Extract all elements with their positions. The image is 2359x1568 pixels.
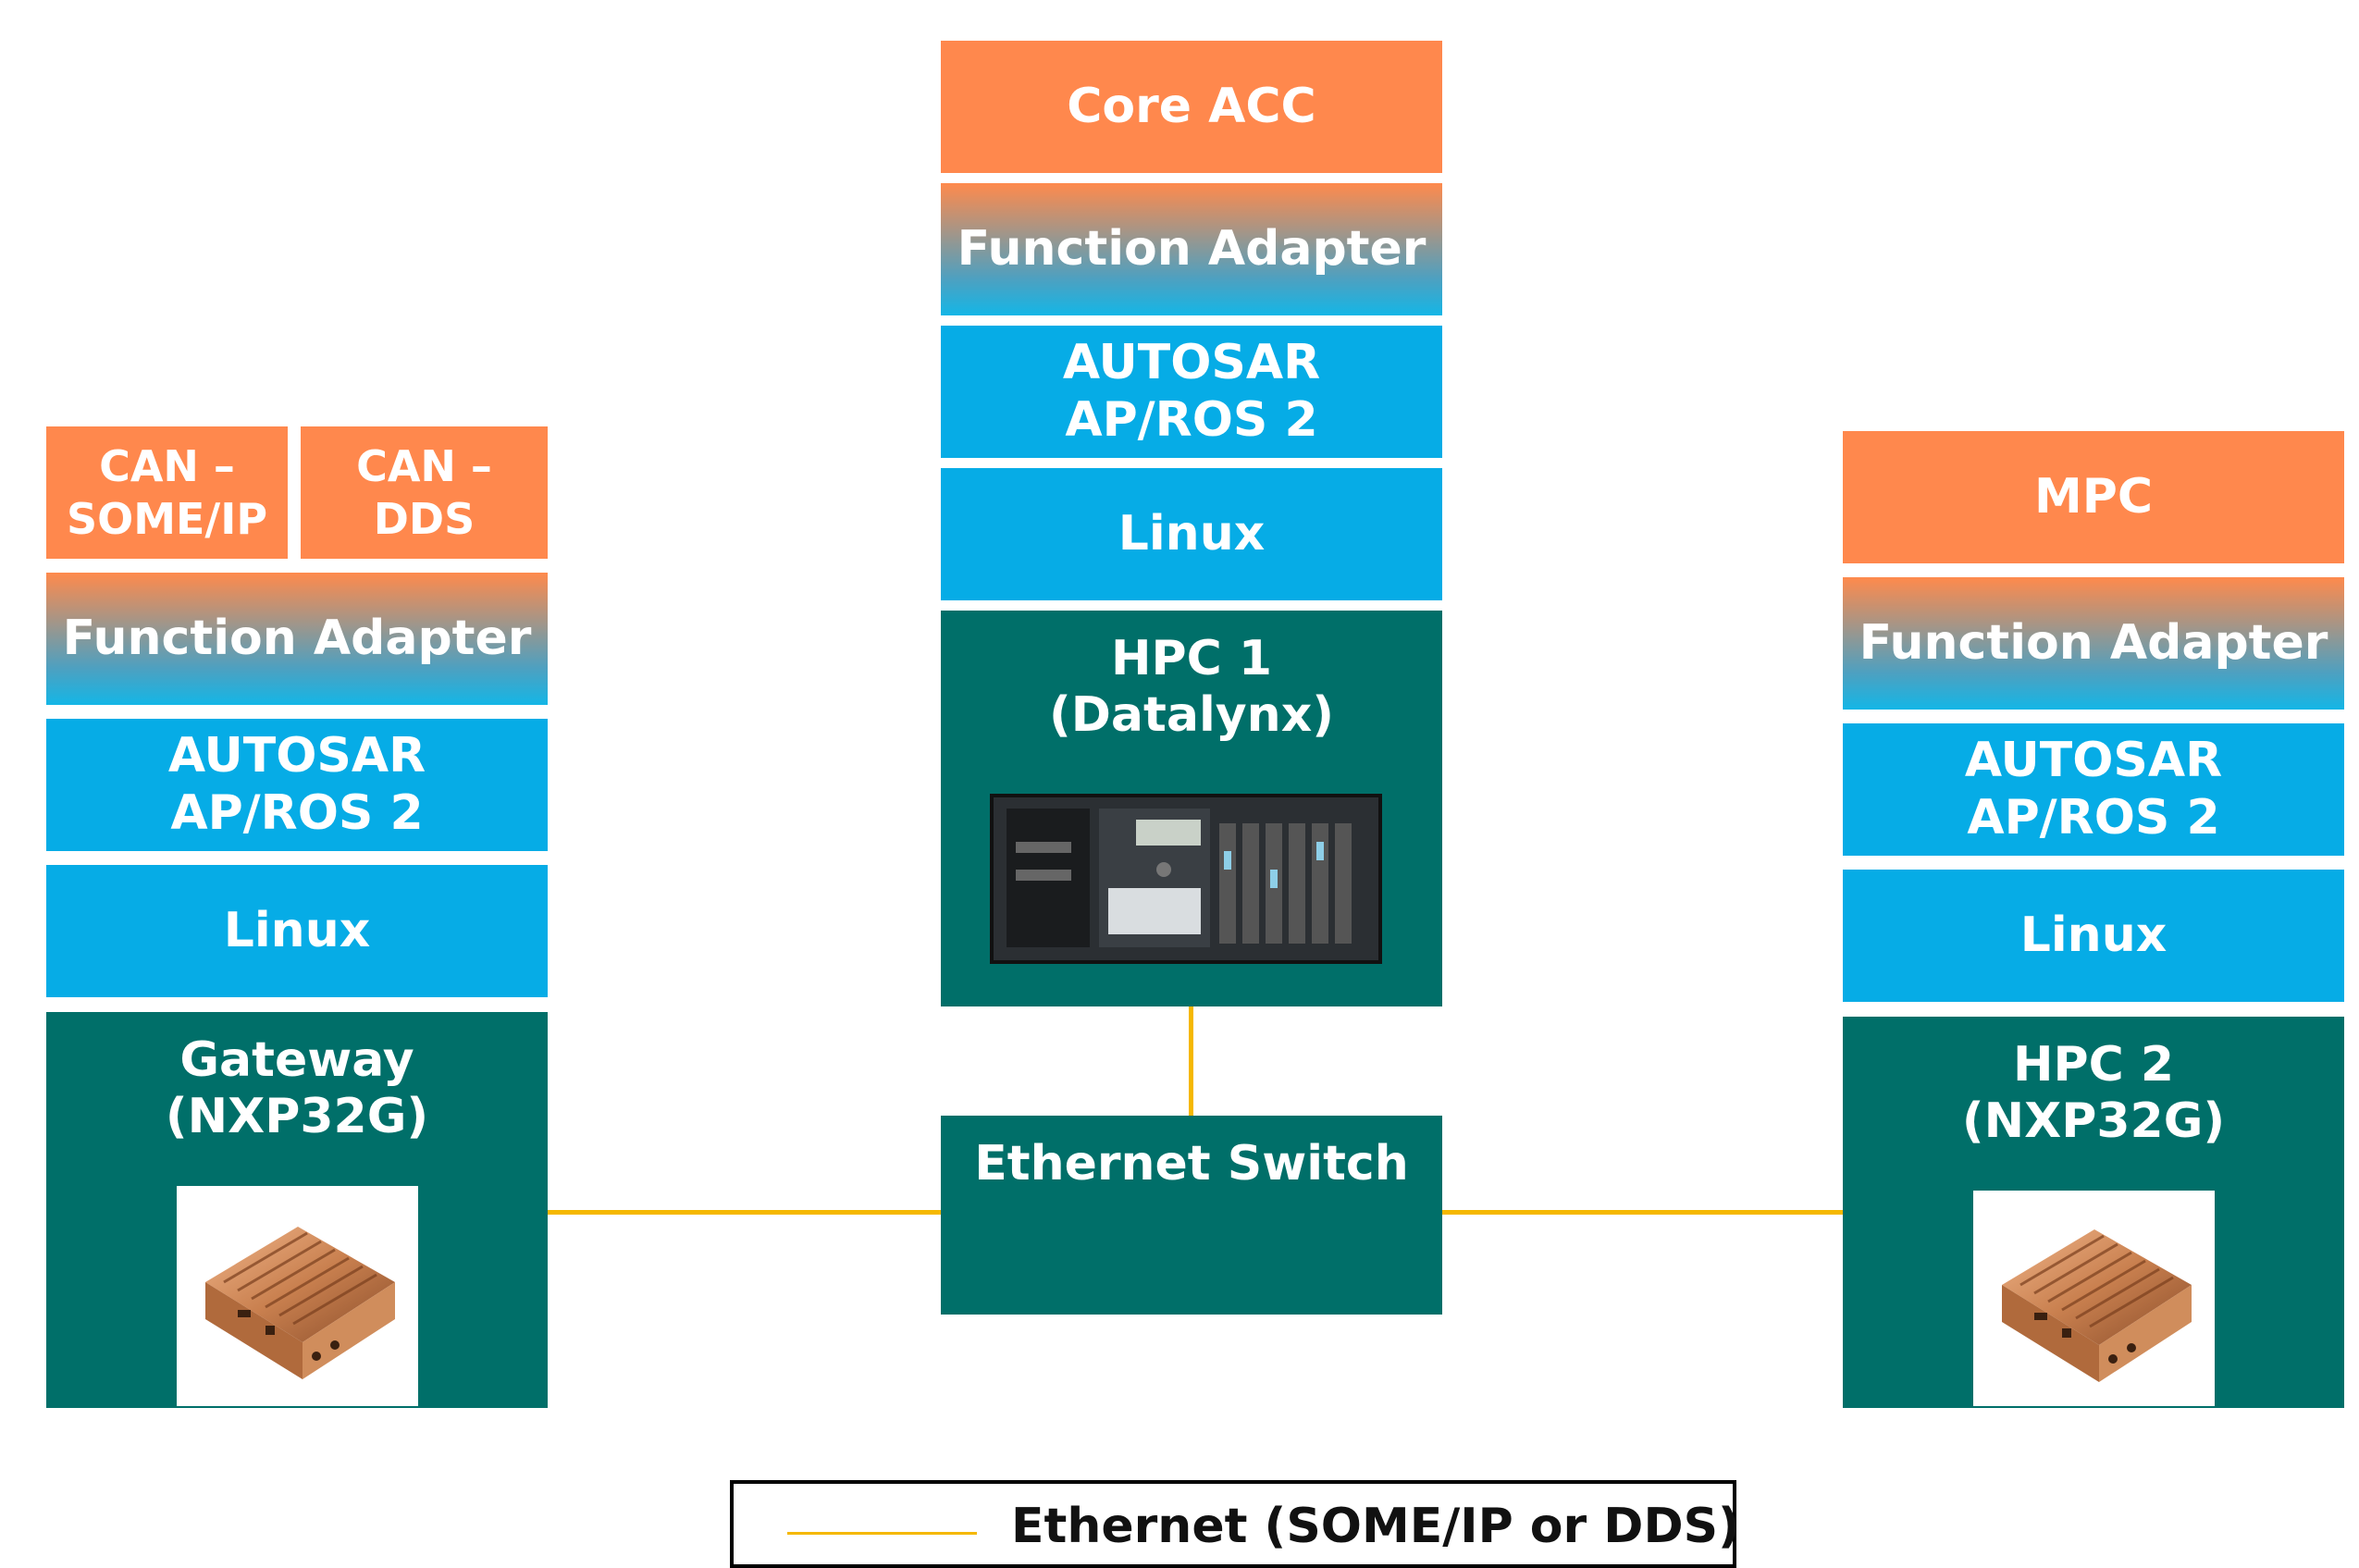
- legend-ethernet-line: [787, 1532, 977, 1535]
- left-linux-block: Linux: [46, 865, 548, 997]
- nxp-box-icon-2: [2001, 1228, 2192, 1382]
- center-linux-block: Linux: [941, 468, 1442, 600]
- right-autosar-block: AUTOSAR AP/ROS 2: [1843, 723, 2344, 856]
- can-dds-block: CAN – DDS: [301, 426, 548, 559]
- mpc-block: MPC: [1843, 431, 2344, 563]
- legend-ethernet-label: Ethernet (SOME/IP or DDS): [1011, 1499, 1740, 1554]
- legend-box: Ethernet (SOME/IP or DDS): [730, 1480, 1740, 1568]
- rack-server-icon: [990, 794, 1382, 964]
- hpc2-label: HPC 2 (NXP32G): [1961, 1037, 2226, 1150]
- left-function-adapter-block: Function Adapter: [46, 573, 548, 705]
- nxp-box-icon: [204, 1227, 395, 1379]
- gateway-device-image: [177, 1186, 418, 1406]
- right-linux-block: Linux: [1843, 870, 2344, 1002]
- ethernet-switch-block: Ethernet Switch: [941, 1116, 1442, 1315]
- hpc1-device-image: [988, 786, 1388, 971]
- hpc1-label: HPC 1 (Datalynx): [1048, 631, 1334, 744]
- ethernet-link-hpc1-switch: [1189, 1006, 1193, 1116]
- ethernet-link-gateway-switch: [548, 1210, 944, 1215]
- center-autosar-block: AUTOSAR AP/ROS 2: [941, 326, 1442, 458]
- gateway-label: Gateway (NXP32G): [165, 1032, 429, 1145]
- can-someip-block: CAN – SOME/IP: [46, 426, 288, 559]
- ethernet-switch-label: Ethernet Switch: [974, 1136, 1409, 1191]
- core-acc-block: Core ACC: [941, 41, 1442, 173]
- center-function-adapter-block: Function Adapter: [941, 183, 1442, 315]
- left-autosar-block: AUTOSAR AP/ROS 2: [46, 719, 548, 851]
- hpc2-device-image: [1973, 1191, 2215, 1406]
- ethernet-link-switch-hpc2: [1439, 1210, 1843, 1215]
- right-function-adapter-block: Function Adapter: [1843, 577, 2344, 710]
